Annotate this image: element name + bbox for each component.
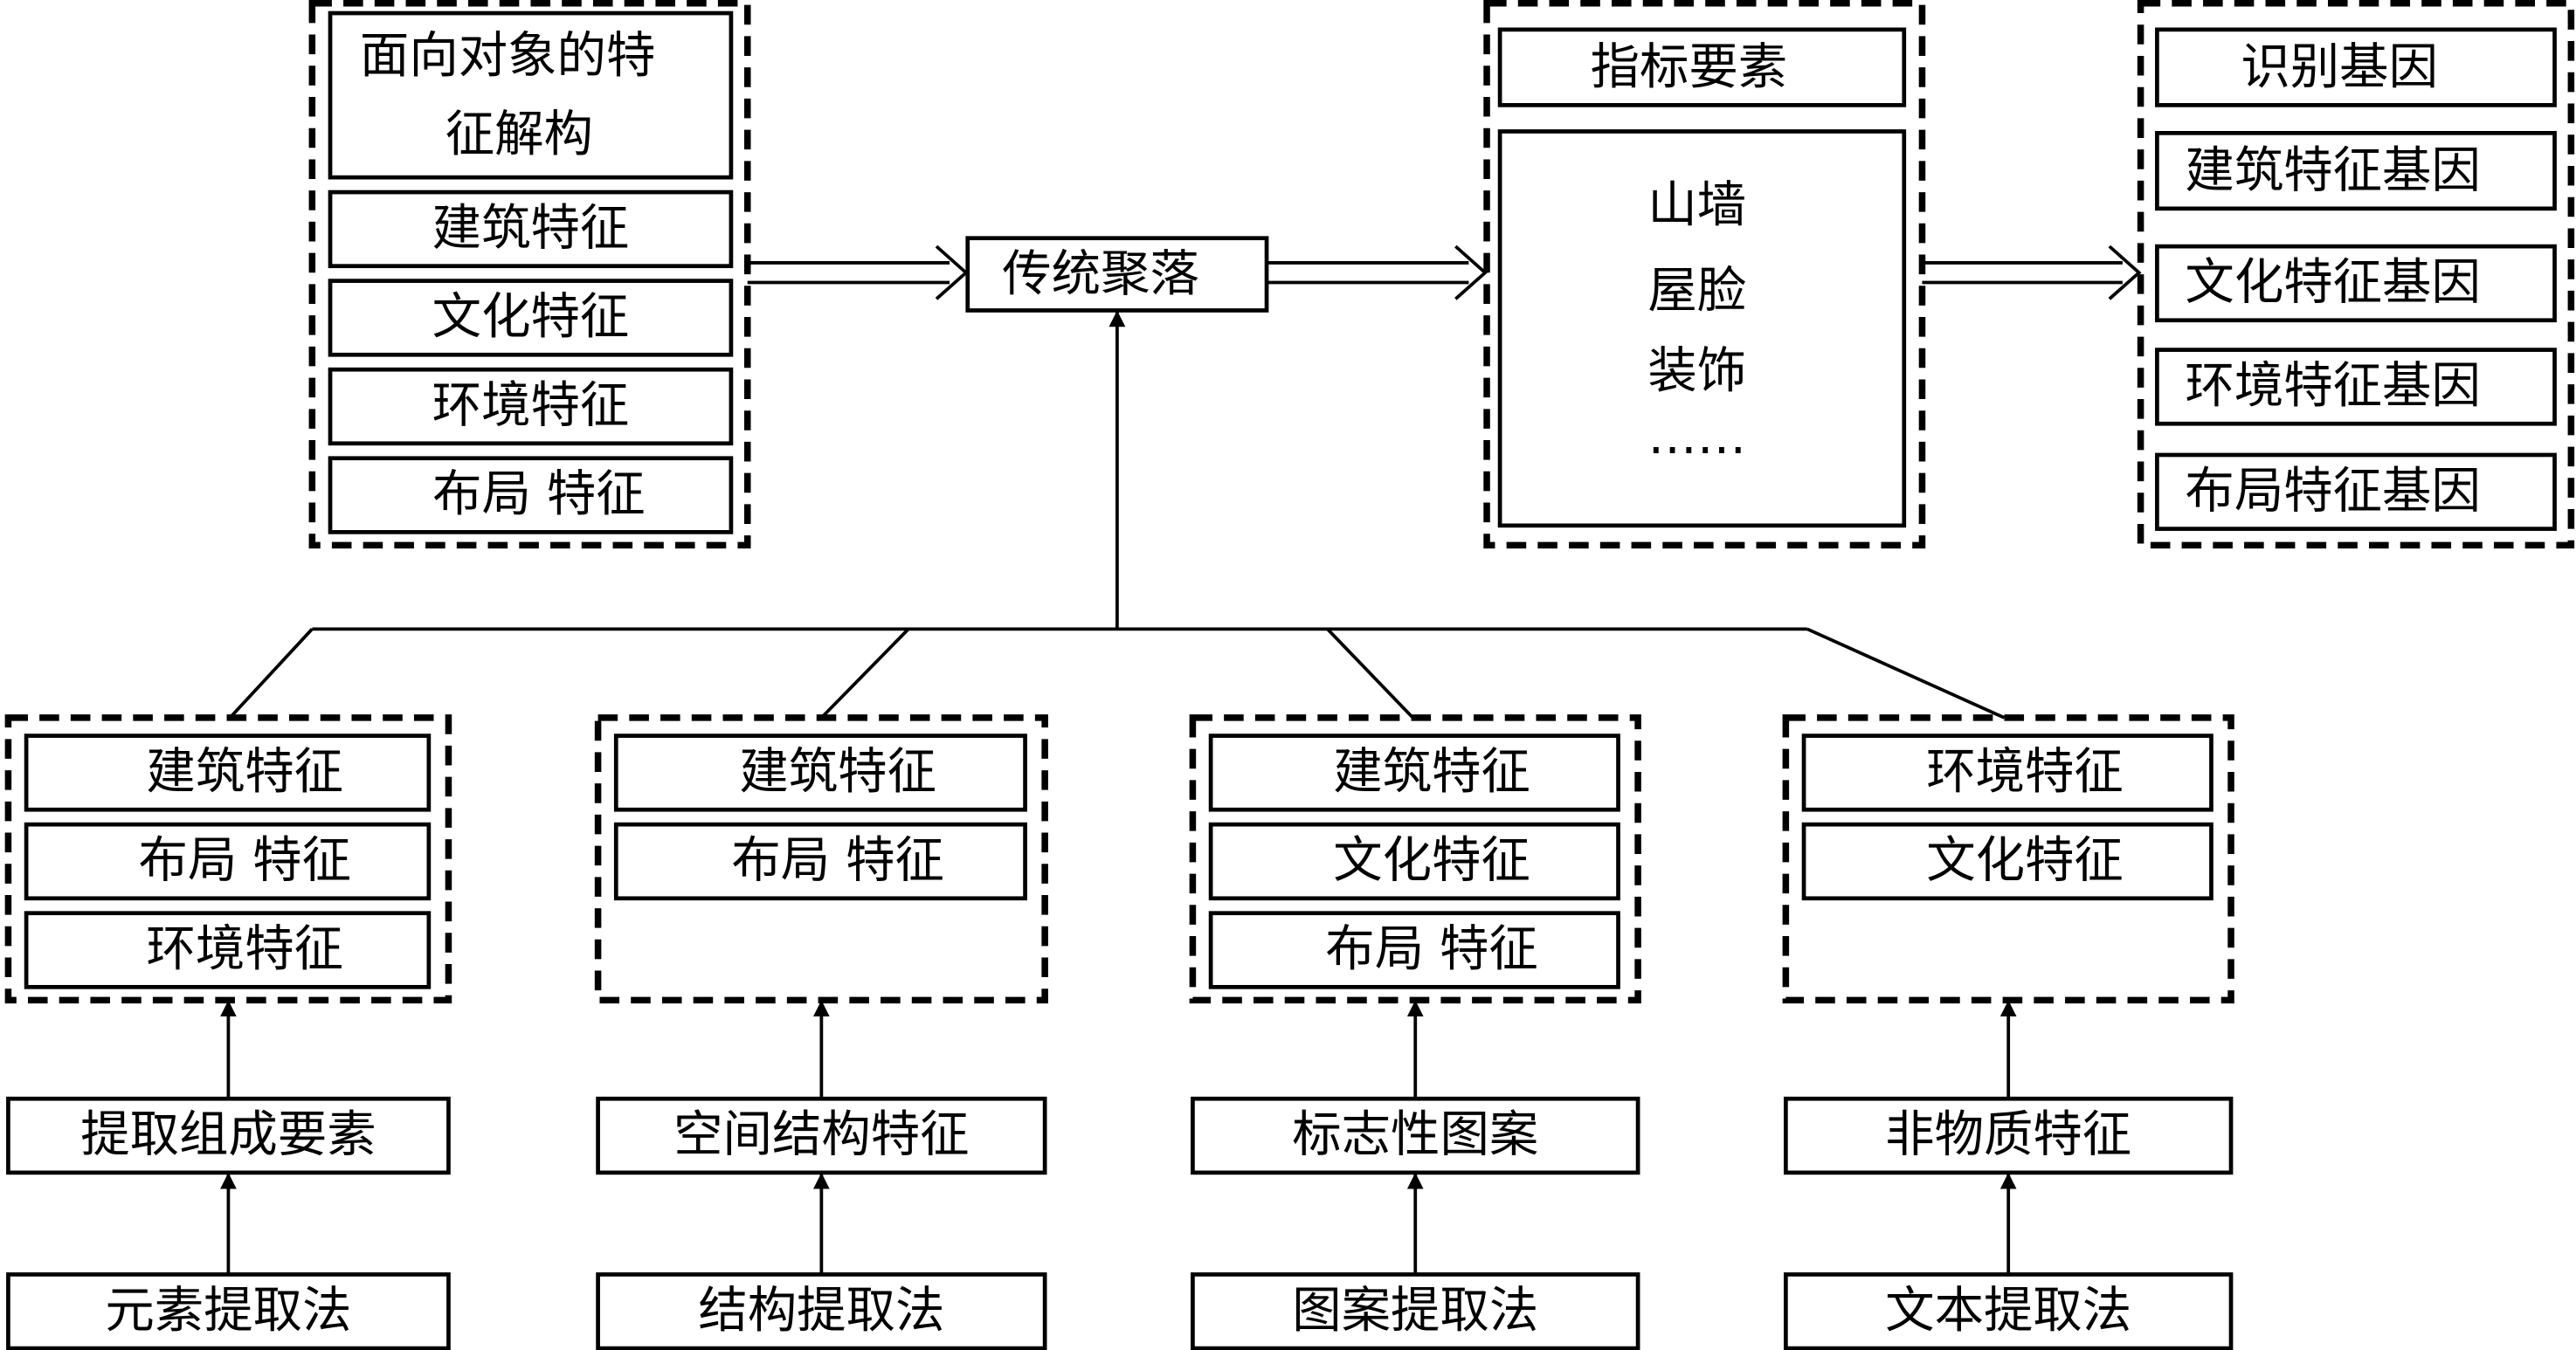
feature-box bbox=[613, 822, 1027, 901]
indicator-item: 山墙 bbox=[1647, 177, 1746, 234]
dashed-frame bbox=[308, 0, 751, 549]
feature-label: 布局 特征 bbox=[138, 832, 351, 889]
indicator-item: 屋脸 bbox=[1647, 262, 1746, 319]
gene-box bbox=[2155, 244, 2557, 323]
feature-box bbox=[1801, 734, 2213, 812]
double-arrow-icon bbox=[1267, 245, 1488, 300]
feature-box bbox=[613, 734, 1027, 812]
group-title-box bbox=[328, 10, 734, 180]
feature-label: 建筑特征 bbox=[1333, 743, 1530, 800]
gene-title: 识别基因 bbox=[2241, 39, 2438, 96]
gene-label: 文化特征基因 bbox=[2185, 254, 2480, 311]
gene-title-box bbox=[2155, 27, 2557, 107]
branch-lines bbox=[228, 627, 2006, 720]
gene-label: 布局特征基因 bbox=[2185, 463, 2480, 520]
dashed-frame bbox=[1483, 0, 1926, 549]
step-box bbox=[596, 1096, 1047, 1175]
indicator-group: 指标要素 山墙 屋脸 装饰 …… bbox=[1483, 0, 1926, 549]
feature-box bbox=[24, 911, 432, 989]
feature-box bbox=[328, 456, 734, 534]
feature-box bbox=[1208, 734, 1620, 812]
center-node-label: 传统聚落 bbox=[1002, 246, 1199, 303]
feature-deconstruction-group: 面向对象的特 征解构 建筑特征 文化特征 环境特征 布局 特征 bbox=[308, 0, 751, 549]
feature-label: 布局 特征 bbox=[731, 832, 944, 889]
connector-tree bbox=[228, 310, 2006, 720]
method-box bbox=[1191, 1272, 1640, 1350]
indicator-list-box bbox=[1497, 129, 1907, 528]
feature-box bbox=[328, 279, 734, 357]
feature-box bbox=[1801, 822, 2213, 901]
feature-label: 环境特征 bbox=[1926, 743, 2124, 800]
indicator-title: 指标要素 bbox=[1591, 39, 1788, 96]
method-label: 结构提取法 bbox=[698, 1282, 944, 1339]
feature-label: 环境特征 bbox=[432, 377, 630, 434]
feature-label: 文化特征 bbox=[1926, 832, 2124, 889]
indicator-item: 装饰 bbox=[1647, 343, 1746, 400]
feature-box bbox=[328, 189, 734, 269]
step-label: 非物质特征 bbox=[1885, 1106, 2131, 1163]
gene-label: 环境特征基因 bbox=[2185, 357, 2480, 414]
feature-label: 建筑特征 bbox=[432, 200, 630, 257]
step-label: 空间结构特征 bbox=[673, 1106, 969, 1163]
gene-label: 建筑特征基因 bbox=[2185, 142, 2480, 199]
double-arrow-icon bbox=[747, 245, 969, 300]
gene-box bbox=[2155, 452, 2557, 531]
double-arrow-icon bbox=[1922, 245, 2142, 300]
gene-box bbox=[2155, 348, 2557, 426]
gene-group: 识别基因 建筑特征基因 文化特征基因 环境特征基因 布局特征基因 bbox=[2137, 0, 2575, 549]
step-box bbox=[1784, 1096, 2234, 1175]
step-label: 标志性图案 bbox=[1292, 1106, 1538, 1163]
method-label: 元素提取法 bbox=[105, 1282, 351, 1339]
feature-label: 环境特征 bbox=[146, 921, 343, 978]
indicator-title-box bbox=[1497, 27, 1907, 107]
method-label: 文本提取法 bbox=[1885, 1282, 2131, 1339]
feature-box bbox=[1208, 822, 1620, 901]
method-label: 图案提取法 bbox=[1292, 1282, 1538, 1339]
indicator-item: …… bbox=[1647, 409, 1746, 465]
group-title-line1: 面向对象的特 bbox=[360, 27, 655, 84]
gene-box bbox=[2155, 131, 2557, 211]
feature-label: 布局 特征 bbox=[432, 466, 646, 523]
step-label: 提取组成要素 bbox=[80, 1106, 376, 1163]
step-box bbox=[6, 1096, 451, 1175]
feature-box bbox=[1208, 911, 1620, 989]
feature-label: 建筑特征 bbox=[739, 743, 936, 800]
feature-label: 建筑特征 bbox=[146, 743, 343, 800]
group-title-line2: 征解构 bbox=[445, 107, 593, 163]
feature-label: 布局 特征 bbox=[1325, 921, 1538, 978]
method-box bbox=[1784, 1272, 2234, 1350]
feature-box bbox=[328, 367, 734, 446]
feature-box bbox=[24, 734, 432, 812]
feature-label: 文化特征 bbox=[432, 288, 630, 345]
dashed-frame bbox=[2137, 0, 2575, 549]
step-box bbox=[1191, 1096, 1640, 1175]
center-node-box bbox=[965, 236, 1269, 313]
method-box bbox=[596, 1272, 1047, 1350]
feature-label: 文化特征 bbox=[1333, 832, 1530, 889]
feature-box bbox=[24, 822, 432, 901]
method-box bbox=[6, 1272, 451, 1350]
